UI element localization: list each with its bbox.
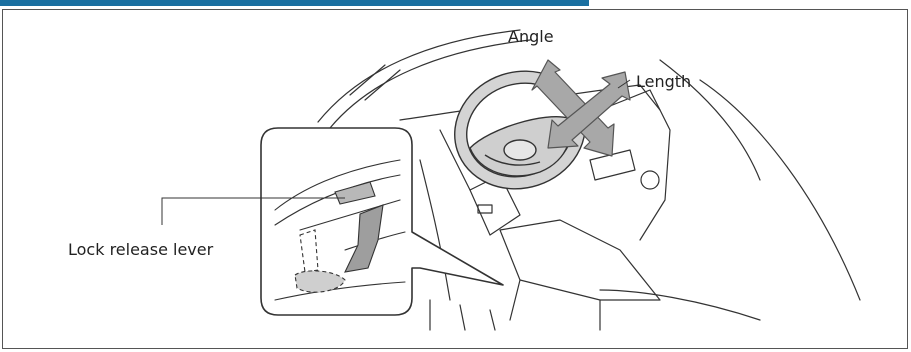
windshield-line-4 xyxy=(365,70,400,100)
windshield-line-3 xyxy=(350,65,385,95)
lock-release-lever-label: Lock release lever xyxy=(68,240,213,259)
angle-label: Angle xyxy=(508,27,554,46)
console-outline xyxy=(500,220,660,300)
length-label: Length xyxy=(636,72,691,91)
dash-right-panel xyxy=(600,90,670,240)
floor-line-1 xyxy=(430,300,495,330)
dash-left xyxy=(420,160,450,300)
seat-outline xyxy=(600,290,760,320)
dash-knob xyxy=(641,171,659,189)
door-trim-1 xyxy=(700,80,860,300)
console-lower xyxy=(510,280,600,330)
